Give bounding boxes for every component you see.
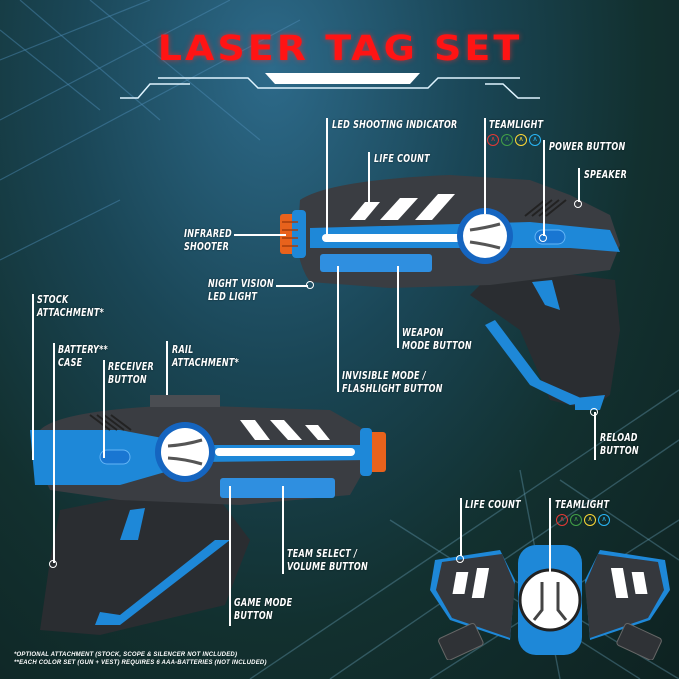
callout-line (282, 486, 284, 574)
callout-line (368, 152, 370, 207)
label-night-vision-led: NIGHT VISION LED LIGHT (208, 278, 274, 303)
callout-line (166, 341, 168, 395)
label-battery-case: BATTERY** CASE (58, 344, 109, 369)
battery-case-marker (49, 560, 57, 568)
label-invisible-mode-flashlight: INVISIBLE MODE / FLASHLIGHT BUTTON (342, 370, 443, 395)
label-vest-teamlight: TEAMLIGHT (555, 499, 610, 511)
yellow-team-icon: ∧ (584, 514, 596, 526)
callout-line (543, 140, 545, 236)
speaker-marker (574, 200, 582, 208)
red-team-icon: ∧ (556, 514, 568, 526)
power-button-marker (539, 234, 547, 242)
callout-line (276, 285, 308, 287)
label-speaker: SPEAKER (584, 169, 628, 181)
label-life-count: LIFE COUNT (374, 153, 430, 165)
callout-line (484, 118, 486, 214)
label-receiver-button: RECEIVER BUTTON (108, 361, 154, 386)
callout-line (397, 266, 399, 348)
reload-button-marker (590, 408, 598, 416)
callout-line (594, 412, 596, 460)
night-vision-marker (306, 281, 314, 289)
label-weapon-mode-button: WEAPON MODE BUTTON (402, 327, 472, 352)
page-title: LASER TAG SET (157, 27, 523, 69)
yellow-team-icon: ∧ (515, 134, 527, 146)
teamlight-icons: ∧ ∧ ∧ ∧ (487, 134, 541, 146)
callout-line (53, 343, 55, 563)
callout-line (229, 486, 231, 626)
title-underline-decoration (120, 73, 540, 99)
laser-tag-vest-image (430, 545, 670, 660)
footnote-optional-attachment: *OPTIONAL ATTACHMENT (STOCK, SCOPE & SIL… (14, 652, 238, 658)
label-vest-life-count: LIFE COUNT (465, 499, 521, 511)
vest-life-count-marker (456, 555, 464, 563)
label-stock-attachment: STOCK ATTACHMENT* (37, 294, 105, 319)
label-led-shooting-indicator: LED SHOOTING INDICATOR (332, 119, 458, 131)
blue-team-icon: ∧ (598, 514, 610, 526)
label-rail-attachment: RAIL ATTACHMENT* (172, 344, 240, 369)
vest-teamlight-icons: ∧ ∧ ∧ ∧ (556, 514, 610, 526)
callout-line (326, 118, 328, 240)
label-infrared-shooter: INFRARED SHOOTER (184, 228, 232, 253)
laser-gun-bottom-image (30, 395, 386, 635)
label-teamlight: TEAMLIGHT (489, 119, 544, 131)
label-reload-button: RELOAD BUTTON (600, 432, 639, 457)
footnote-battery-requirement: **EACH COLOR SET (GUN + VEST) REQUIRES 6… (14, 660, 267, 666)
callout-line (337, 266, 339, 392)
callout-line (460, 498, 462, 556)
label-power-button: POWER BUTTON (549, 141, 626, 153)
callout-line (234, 234, 286, 236)
label-team-select-volume: TEAM SELECT / VOLUME BUTTON (287, 548, 368, 573)
callout-line (32, 294, 34, 460)
red-team-icon: ∧ (487, 134, 499, 146)
label-game-mode-button: GAME MODE BUTTON (234, 597, 293, 622)
green-team-icon: ∧ (570, 514, 582, 526)
callout-line (549, 498, 551, 594)
callout-line (103, 360, 105, 458)
callout-line (578, 168, 580, 202)
green-team-icon: ∧ (501, 134, 513, 146)
laser-gun-top-image (280, 175, 620, 410)
blue-team-icon: ∧ (529, 134, 541, 146)
